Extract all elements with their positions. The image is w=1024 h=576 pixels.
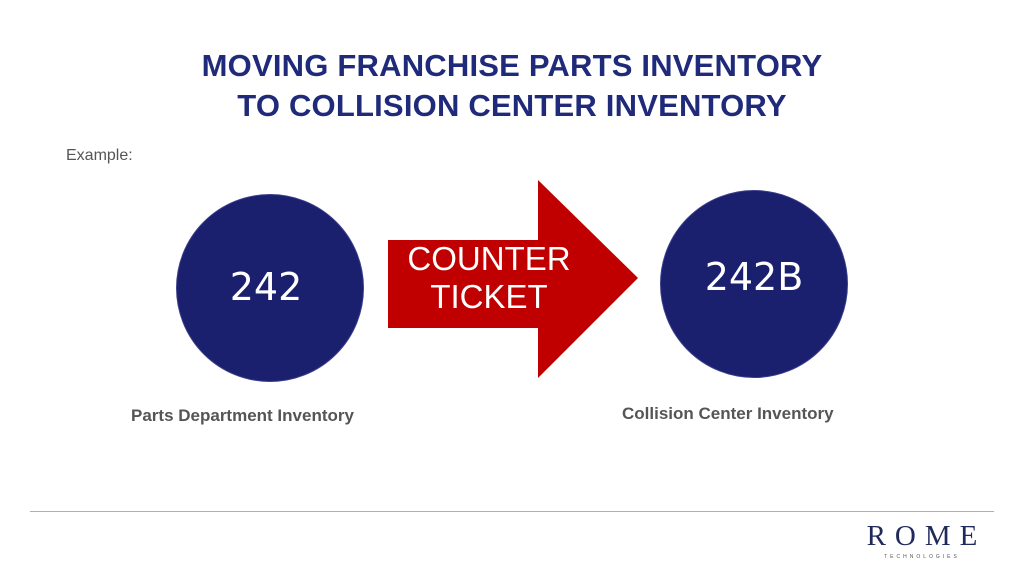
source-inventory-caption: Parts Department Inventory [131,406,354,425]
slide-title: MOVING FRANCHISE PARTS INVENTORY TO COLL… [0,46,1024,126]
target-inventory-caption: Collision Center Inventory [622,404,834,423]
arrow-label: COUNTER TICKET [392,240,586,316]
slide-title-line-1: MOVING FRANCHISE PARTS INVENTORY [201,48,823,83]
right-arrow-shape [388,180,638,378]
source-inventory-circle: 242 [176,194,364,382]
logo-wordmark: ROME [866,520,987,552]
target-inventory-circle: 242B [660,190,848,378]
company-logo: ROME TECHNOLOGIES [852,520,992,560]
arrow-label-line-1: COUNTER [407,240,571,277]
slide-title-line-2: TO COLLISION CENTER INVENTORY [237,88,787,123]
example-label: Example: [66,147,133,164]
footer-divider [30,511,994,512]
source-part-number: 242 [229,265,303,309]
arrow-label-line-2: TICKET [430,278,548,315]
target-part-number: 242B [704,255,804,299]
logo-subtitle: TECHNOLOGIES [884,554,960,560]
